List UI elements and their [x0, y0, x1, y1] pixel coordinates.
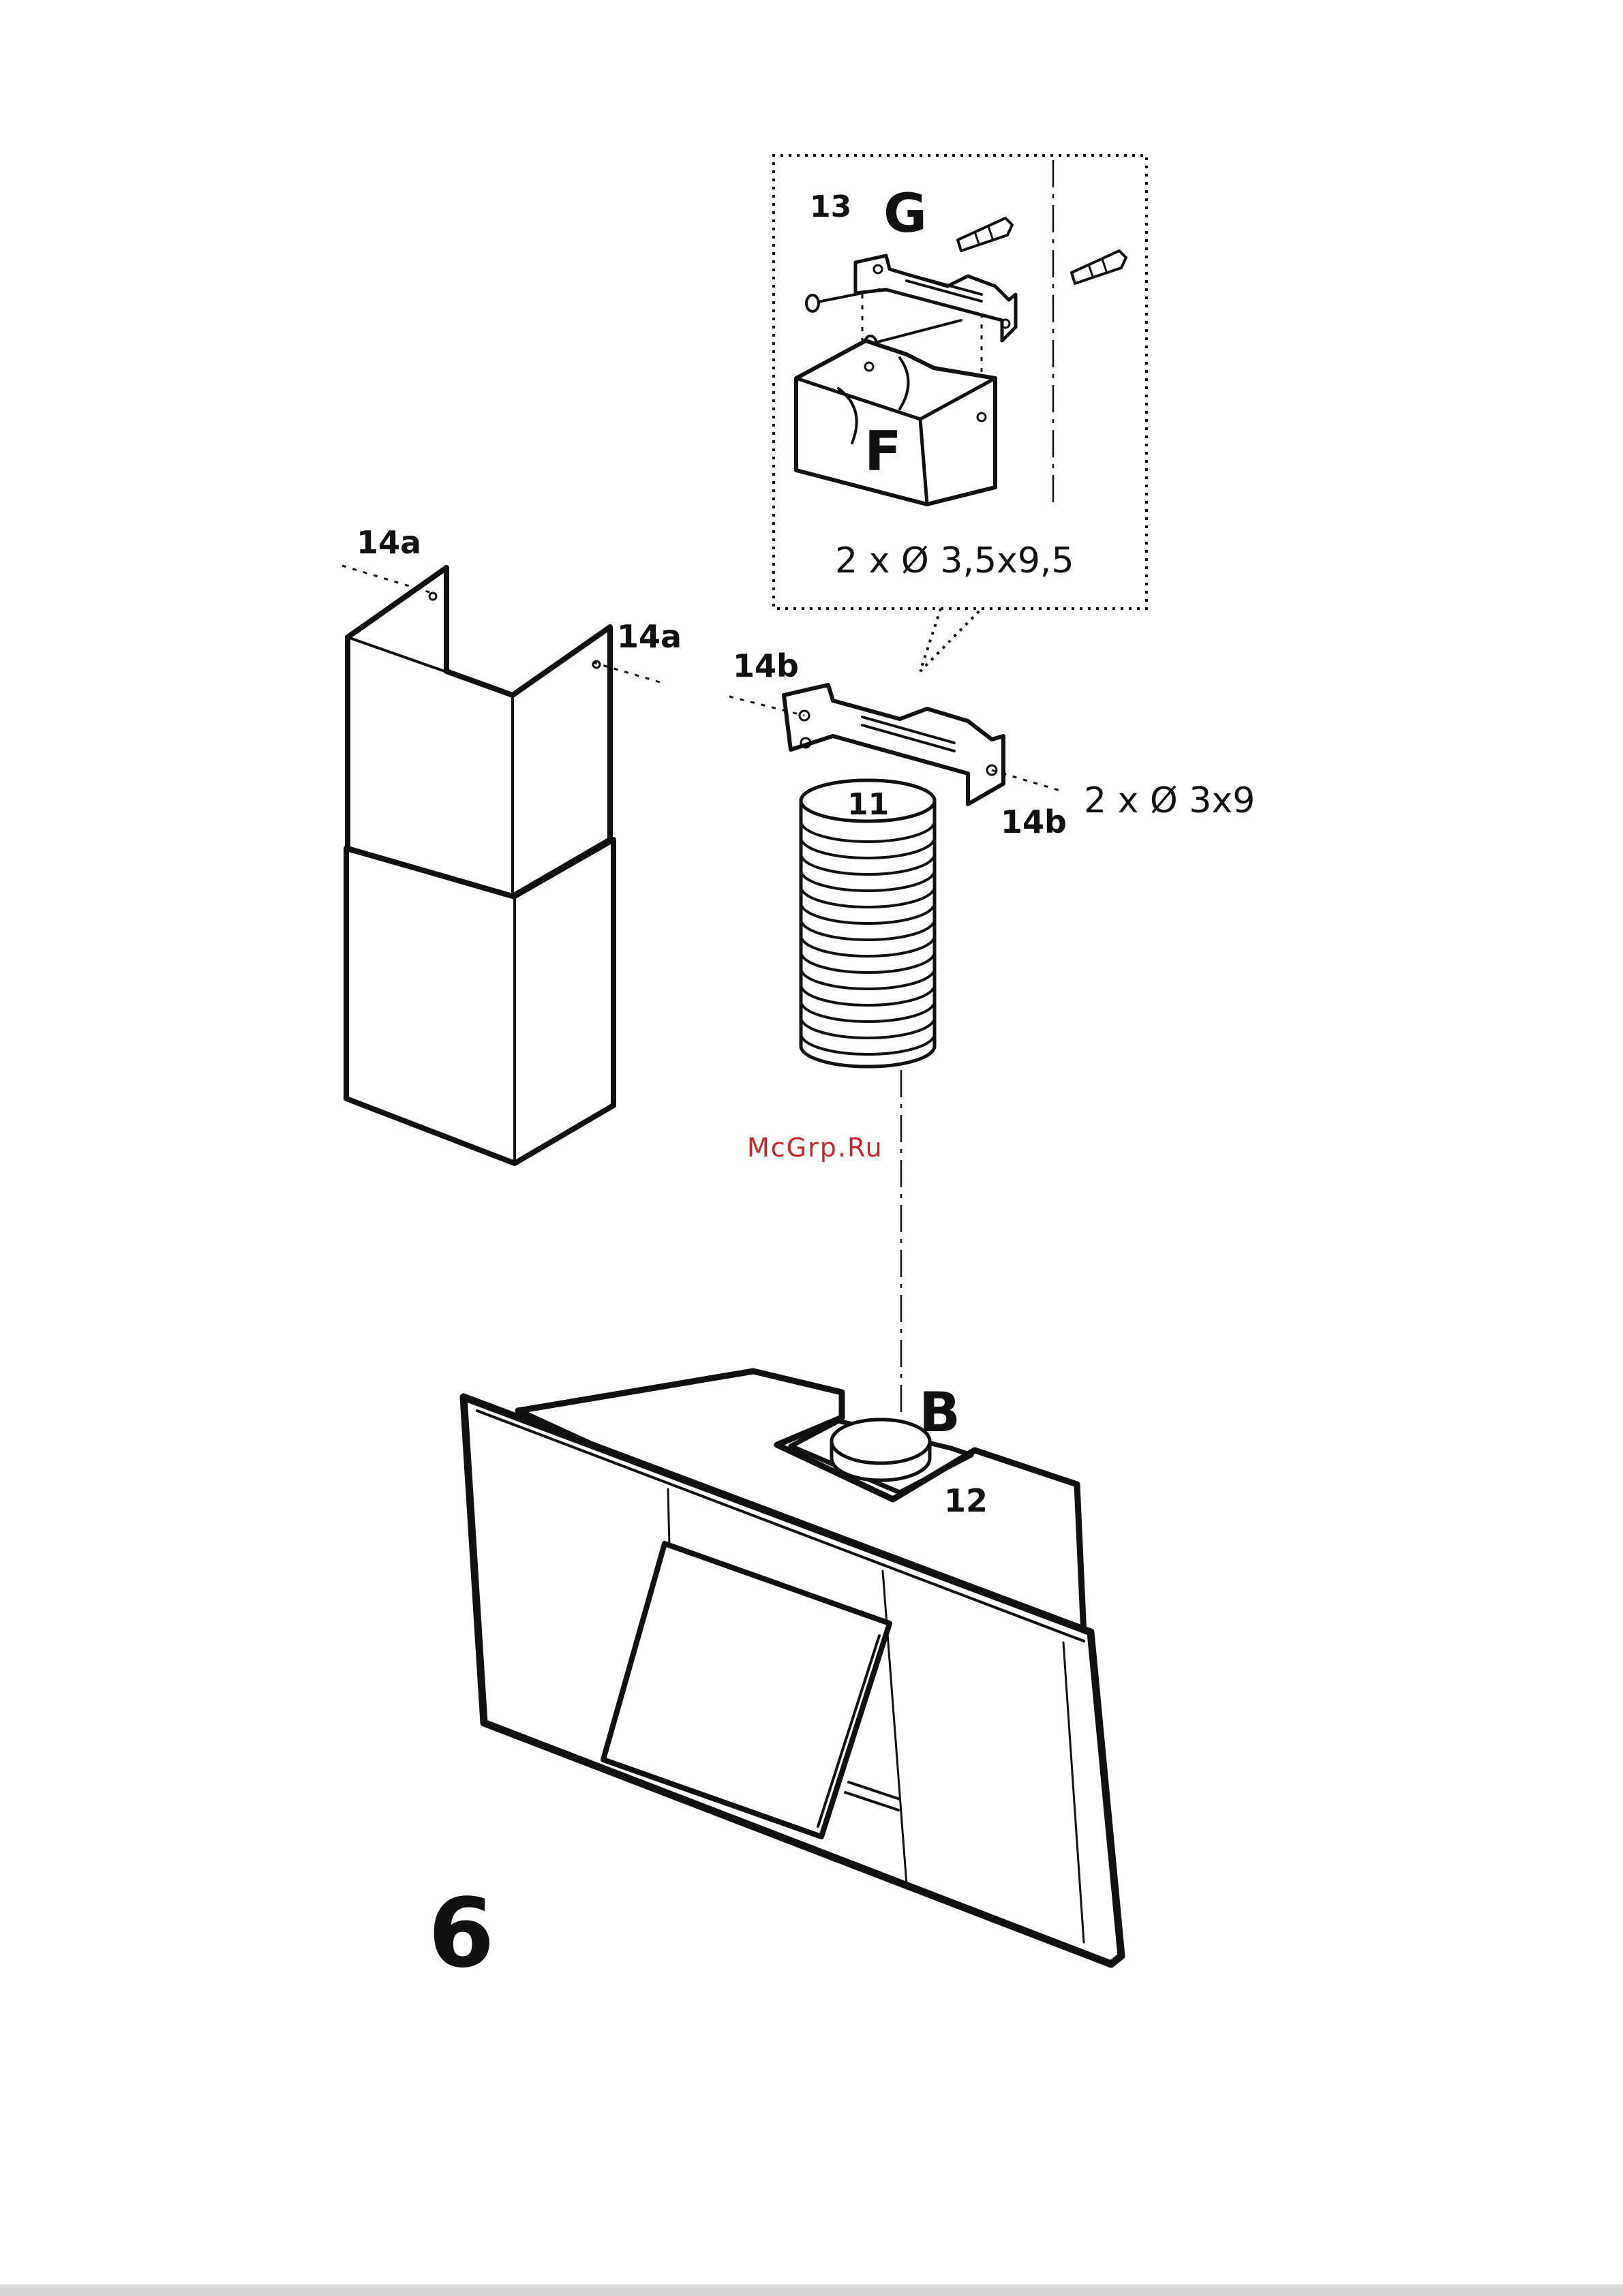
- footer-bar: [0, 2284, 1623, 2296]
- wall-plug-icon: [1072, 251, 1126, 284]
- screw-spec-bracket: 2 x Ø 3x9: [1084, 780, 1255, 821]
- watermark: McGrp.Ru: [747, 1133, 883, 1163]
- part-label-b: B: [919, 1381, 960, 1444]
- part-label-14b-right: 14b: [1001, 803, 1067, 840]
- part-label-14b-left: 14b: [733, 647, 799, 684]
- flexible-duct: 11: [801, 780, 935, 1067]
- hood-body: B 12: [464, 1371, 1121, 1964]
- part-label-11: 11: [847, 787, 889, 822]
- detail-callout-pointer: [920, 609, 982, 671]
- step-number: 6: [428, 1878, 494, 1989]
- screw-spec-top: 2 x Ø 3,5x9,5: [835, 540, 1074, 581]
- screw-icon: [806, 290, 879, 311]
- part-label-14a-right: 14a: [617, 618, 682, 655]
- part-label-f: F: [864, 420, 902, 483]
- part-label-12: 12: [944, 1482, 988, 1519]
- part-label-g: G: [883, 183, 927, 245]
- part-label-14a-left: 14a: [357, 524, 421, 561]
- wall-plug-icon: [958, 218, 1012, 251]
- detail-inset: 13 G F 2 x Ø 3,5x9,5: [774, 155, 1147, 671]
- part-label-13: 13: [810, 189, 851, 224]
- chimney-sections: 14a 14a: [342, 524, 682, 1163]
